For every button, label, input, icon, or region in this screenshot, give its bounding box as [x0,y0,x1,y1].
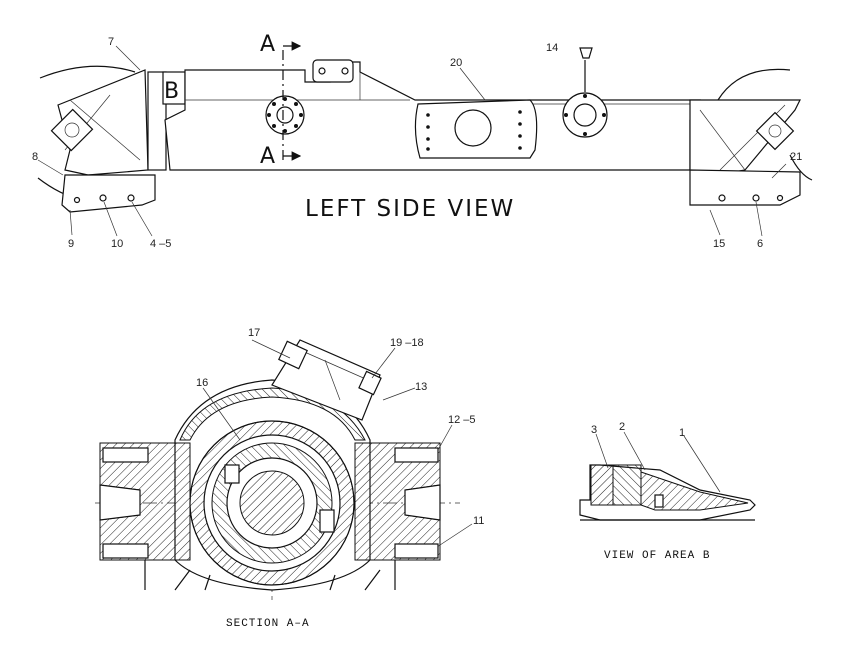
center-plate [414,99,538,159]
area-b-detail [579,431,756,521]
callout-21: 21 [790,151,802,163]
section-a-a [95,339,473,600]
callout-14: 14 [546,42,558,54]
grease-fitting [579,47,593,59]
callout-17: 17 [248,327,260,339]
callout-1: 1 [679,427,685,439]
callout-16: 16 [196,377,208,389]
caption-area-b: VIEW OF AREA B [604,550,710,562]
caption-section-a-a: SECTION A–A [226,618,310,630]
area-marker-b: B [164,79,179,104]
callout-10: 10 [111,238,123,250]
left-foot-plate [61,174,156,213]
view-title-left-side: LEFT SIDE VIEW [305,196,515,222]
right-foot-plate [689,169,801,206]
callout-4-5: 4 –5 [150,238,171,250]
section-marker-a-bottom: A [260,144,275,169]
callout-20: 20 [450,57,462,69]
section-marker-a-top: A [260,32,275,57]
pivot-pin-flange [265,95,305,135]
callout-19-18: 19 –18 [390,337,424,349]
callout-7: 7 [108,36,114,48]
callout-12-5: 12 –5 [448,414,476,426]
callout-15: 15 [713,238,725,250]
right-pin-flange [562,92,608,138]
left-side-view [37,41,813,237]
callout-13: 13 [415,381,427,393]
callout-8: 8 [32,151,38,163]
callout-11: 11 [473,515,484,527]
callout-2: 2 [619,421,625,433]
callout-9: 9 [68,238,74,250]
callout-3: 3 [591,424,597,436]
callout-6: 6 [757,238,763,250]
